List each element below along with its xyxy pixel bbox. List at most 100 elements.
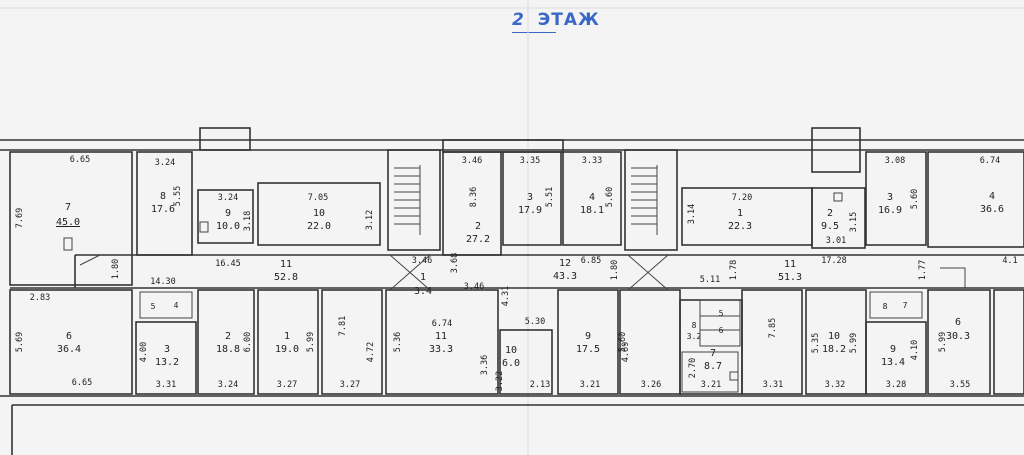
room-number: 9 xyxy=(585,331,591,342)
dimension-label: 5.99 xyxy=(306,332,316,352)
room-number: 2 xyxy=(827,208,833,219)
room-number: 8 xyxy=(692,321,697,330)
dimension-label: 6.85 xyxy=(581,256,601,266)
room-number: 1 xyxy=(420,272,426,283)
dimension-label: 7.20 xyxy=(732,193,752,203)
wc-block xyxy=(139,291,193,319)
floor-number: 2 xyxy=(512,10,525,30)
room-area: 18.8 xyxy=(216,344,240,355)
dimension-label: 3.46 xyxy=(412,256,432,266)
dimension-label: 3.08 xyxy=(885,156,905,166)
dimension-label: 6.65 xyxy=(72,378,92,388)
fixture xyxy=(729,371,739,381)
dimension-label: 1.80 xyxy=(610,260,620,280)
dimension-label: 1.77 xyxy=(918,260,928,280)
dimension-label: 3.33 xyxy=(582,156,602,166)
walls xyxy=(0,127,1024,455)
room-number: 7 xyxy=(903,301,908,310)
wall-bump xyxy=(199,127,251,151)
dimension-label: 3.27 xyxy=(277,380,297,390)
room-outline xyxy=(197,189,254,244)
dimension-label: 6.74 xyxy=(432,319,452,329)
dimension-label: 3.21 xyxy=(580,380,600,390)
dimension-label: 5.69 xyxy=(15,332,25,352)
room-outline xyxy=(385,289,499,395)
room-number: 4 xyxy=(174,301,179,310)
dimension-label: 5.99 xyxy=(849,333,859,353)
dimension-label: 6.65 xyxy=(70,155,90,165)
dimension-label: 3.68 xyxy=(450,253,460,273)
dimension-label: 7.69 xyxy=(15,208,25,228)
dimension-label: 1.80 xyxy=(111,259,121,279)
dimension-label: 3.31 xyxy=(156,380,176,390)
dimension-label: 6.00 xyxy=(243,332,253,352)
room-area: 45.0 xyxy=(56,217,80,228)
dimension-label: 3.24 xyxy=(155,158,175,168)
room-outline xyxy=(321,289,383,395)
dimension-label: 4.1 xyxy=(1002,256,1017,266)
room-number: 8 xyxy=(883,302,888,311)
vertical-dimension-labels: 7.69 5.55 3.18 3.12 8.36 5.51 5.60 3.14 … xyxy=(15,186,948,391)
floor-label: ЭТАЖ xyxy=(537,10,600,30)
dimension-label: 3.24 xyxy=(218,193,238,203)
room-number: 12 xyxy=(559,258,571,269)
door-swing xyxy=(627,254,669,291)
room-number: 2 xyxy=(475,221,481,232)
dimension-label: 3.12 xyxy=(365,210,375,230)
room-area: 22.0 xyxy=(307,221,331,232)
dimension-label: 5.55 xyxy=(173,186,183,206)
dimension-label: 3.35 xyxy=(520,156,540,166)
fixtures xyxy=(63,165,966,393)
room-number: 4 xyxy=(589,192,595,203)
room-number: 7 xyxy=(65,202,71,213)
dimension-label: 3.21 xyxy=(701,380,721,390)
room-number: 1 xyxy=(737,208,743,219)
dimension-label: 4.00 xyxy=(139,342,149,362)
room-area: 13.4 xyxy=(881,357,905,368)
dimension-label: 5.99 xyxy=(938,332,948,352)
dimension-label: 3.55 xyxy=(950,380,970,390)
dimension-label: 3.14 xyxy=(687,204,697,224)
room-number: 6 xyxy=(719,326,724,335)
fixture xyxy=(63,237,73,251)
room-number: 11 xyxy=(280,259,292,270)
wc-block xyxy=(699,299,741,347)
dimension-label: 7.81 xyxy=(338,316,348,336)
dimension-label: 8.36 xyxy=(469,187,479,207)
room-number: 1 xyxy=(284,331,290,342)
room-area: 18.2 xyxy=(822,344,846,355)
room-area: 17.9 xyxy=(518,205,542,216)
wc-block xyxy=(869,291,923,319)
dimension-label: 7.05 xyxy=(308,193,328,203)
dimension-label: 7.85 xyxy=(768,318,778,338)
dimension-label: 5.60 xyxy=(605,187,615,207)
stairwell xyxy=(624,149,678,251)
room-number: 10 xyxy=(313,208,325,219)
room-area: 43.3 xyxy=(553,271,577,282)
dimension-label: 5.30 xyxy=(525,317,545,327)
room-area: 22.3 xyxy=(728,221,752,232)
room-area: 51.3 xyxy=(778,272,802,283)
dimension-label: 3.36 xyxy=(480,355,490,375)
room-outline xyxy=(865,321,927,395)
dimension-label: 3.27 xyxy=(340,380,360,390)
dimension-label: 6.74 xyxy=(980,156,1000,166)
room-outline xyxy=(927,289,991,395)
corridor-detail xyxy=(79,254,101,266)
room-area: 6.0 xyxy=(502,358,520,369)
room-area: 36.4 xyxy=(57,344,81,355)
room-area: 10.0 xyxy=(216,221,240,232)
room-outline xyxy=(135,321,197,395)
room-outline xyxy=(562,151,622,246)
room-area: 52.8 xyxy=(274,272,298,283)
dimension-label: 5.60 xyxy=(910,189,920,209)
room-number: 11 xyxy=(784,259,796,270)
room-area: 18.1 xyxy=(580,205,604,216)
room-outline xyxy=(741,289,803,395)
room-area: 19.0 xyxy=(275,344,299,355)
room-outline xyxy=(9,151,133,286)
room-number: 10 xyxy=(505,345,517,356)
room-outline xyxy=(993,289,1024,395)
room-outline xyxy=(811,187,866,249)
